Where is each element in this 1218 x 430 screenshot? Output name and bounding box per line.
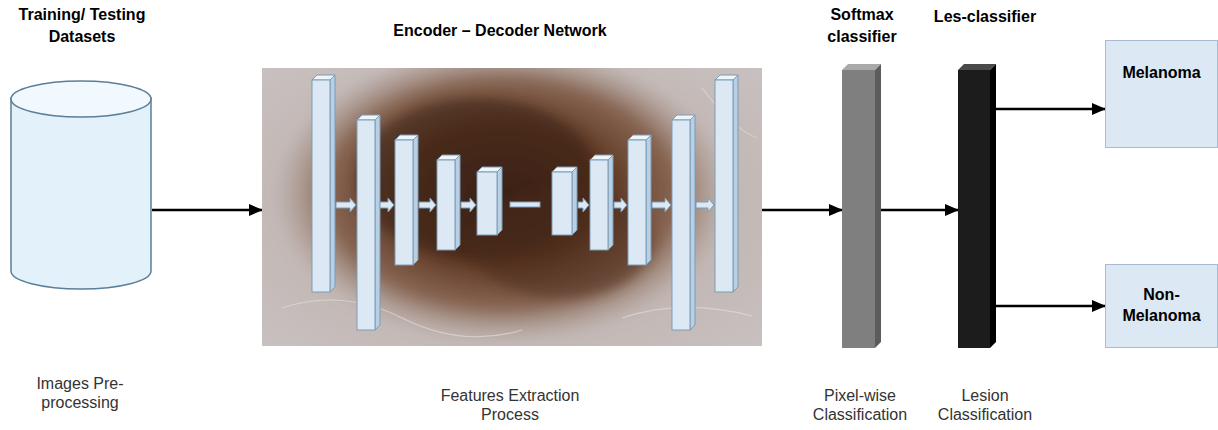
layer-arrow <box>652 198 671 212</box>
hair-line <box>282 300 522 337</box>
bar-side <box>330 75 335 292</box>
bar-side <box>497 167 502 235</box>
classifier-bar: Les-classifierLesion Classification <box>958 70 990 348</box>
bar-side <box>572 167 577 235</box>
layer-arrow <box>461 198 476 212</box>
lesion-core <box>357 98 597 258</box>
bar-side <box>990 64 996 348</box>
database-cylinder: Training/ Testing DatasetsImages Pre-pro… <box>10 80 152 290</box>
layer-bar <box>715 75 738 292</box>
layer-bar <box>672 115 695 330</box>
classifier-bar: Softmax classifierPixel-wise Classificat… <box>842 70 875 348</box>
bar-top <box>958 64 996 70</box>
cylinder-shape <box>10 80 152 290</box>
output-box: Non-Melanoma <box>1105 264 1218 348</box>
flow-arrow <box>990 305 1105 308</box>
encoder-layers <box>312 75 738 330</box>
layer-bar <box>628 135 651 265</box>
network-panel: Encoder – Decoder NetworkFeatures Extrac… <box>262 68 762 346</box>
layer-bar <box>312 75 335 292</box>
box-label: Melanoma <box>1122 63 1200 84</box>
layer-arrow <box>419 198 436 212</box>
bar-front <box>715 80 733 292</box>
stage-caption: Lesion Classification <box>930 386 1040 424</box>
bottleneck-dash <box>510 202 540 207</box>
stage-heading: Training/ Testing Datasets <box>0 4 167 47</box>
bar-side <box>646 135 651 265</box>
flow-arrow <box>875 209 958 212</box>
bar-front <box>395 140 413 265</box>
box-label: Non-Melanoma <box>1112 285 1211 327</box>
layer-bar <box>357 115 380 330</box>
bar-front <box>357 120 375 330</box>
bar-shape <box>958 70 990 348</box>
bar-front <box>842 70 875 348</box>
layer-bar <box>590 155 613 250</box>
layer-arrow <box>696 198 714 212</box>
bar-top <box>842 64 881 70</box>
stage-heading: Les-classifier <box>920 6 1050 28</box>
bar-front <box>590 160 608 250</box>
layer-bar <box>477 167 502 235</box>
cylinder-top <box>11 81 151 117</box>
layer-arrow <box>336 198 356 212</box>
bar-side <box>608 155 613 250</box>
bar-front <box>958 70 990 348</box>
layer-arrow <box>578 198 589 212</box>
cylinder-body <box>11 98 151 289</box>
bar-front <box>312 80 330 292</box>
bar-front <box>628 140 646 265</box>
bar-side <box>733 75 738 292</box>
flow-arrow <box>762 209 842 212</box>
layer-arrow <box>614 198 627 212</box>
flow-arrow <box>990 108 1105 111</box>
bar-side <box>875 64 881 348</box>
bar-side <box>690 115 695 330</box>
stage-caption: Features Extraction Process <box>430 386 590 424</box>
bar-side <box>375 115 380 330</box>
bar-front <box>672 120 690 330</box>
bar-front <box>437 160 455 250</box>
bar-front <box>552 172 572 235</box>
output-box: Melanoma <box>1105 40 1218 148</box>
flow-arrow <box>152 209 262 212</box>
bar-front <box>477 172 497 235</box>
lesion-blob <box>272 68 732 346</box>
layer-arrow <box>380 198 394 212</box>
layer-bar <box>437 155 460 250</box>
layer-bar <box>552 167 577 235</box>
lesion-photo <box>262 68 762 346</box>
bar-side <box>455 155 460 250</box>
bar-side <box>413 135 418 265</box>
stage-caption: Images Pre-processing <box>20 374 140 412</box>
layer-bar <box>395 135 418 265</box>
stage-heading: Encoder – Decoder Network <box>350 20 650 42</box>
stage-caption: Pixel-wise Classification <box>805 386 915 424</box>
bar-shape <box>842 70 875 348</box>
stage-heading: Softmax classifier <box>817 4 907 47</box>
